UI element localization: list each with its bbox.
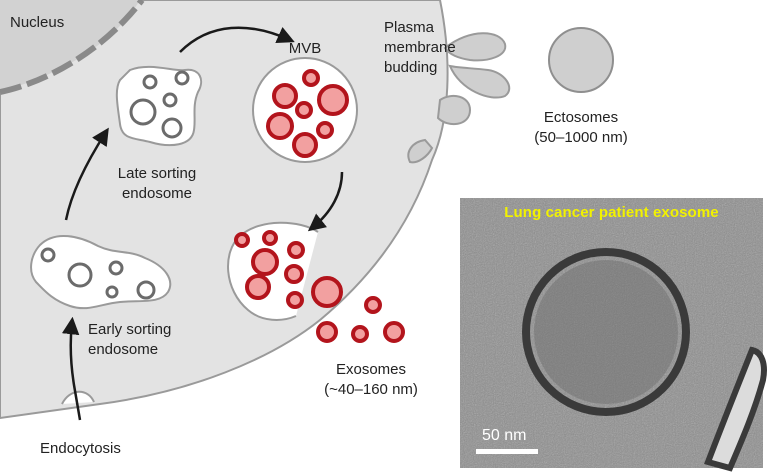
exosomes — [234, 230, 405, 343]
micrograph-panel: Lung cancer patient exosome 50 nm — [460, 198, 763, 468]
ectosome — [548, 27, 614, 93]
mvb — [252, 57, 358, 163]
micrograph-title: Lung cancer patient exosome — [504, 204, 719, 221]
exosome-particle — [522, 248, 690, 416]
plasma-membrane-budding-label: Plasma membrane budding — [384, 19, 456, 76]
arrow-early-to-late — [64, 127, 109, 221]
arrow-late-to-mvb — [179, 26, 295, 53]
early-sorting-endosome — [30, 234, 172, 310]
nucleus — [0, 0, 140, 90]
endocytosis-pit — [61, 390, 95, 405]
mvb-label: MVB — [288, 40, 322, 57]
early-sorting-endosome-label: Early sorting endosome — [88, 321, 172, 358]
arrow-mvb-to-exosomes — [307, 171, 344, 232]
membrane-buds — [407, 32, 511, 164]
em-micrograph — [460, 198, 767, 472]
pathway-arrows — [61, 26, 344, 421]
endocytosis-label: Endocytosis — [40, 440, 121, 457]
nuclear-envelope — [0, 0, 145, 95]
scale-bar — [476, 449, 538, 454]
late-sorting-endosome-label: Late sorting endosome — [117, 165, 197, 202]
scale-bar-label: 50 nm — [482, 427, 527, 444]
exosomes-label: Exosomes (~40–160 nm) — [324, 361, 418, 398]
arrow-endocytosis-to-early — [61, 316, 82, 421]
late-sorting-endosome — [115, 65, 203, 147]
ectosomes-label: Ectosomes (50–1000 nm) — [534, 109, 628, 146]
adjacent-vesicle — [704, 346, 767, 472]
nucleus-label: Nucleus — [10, 14, 65, 31]
